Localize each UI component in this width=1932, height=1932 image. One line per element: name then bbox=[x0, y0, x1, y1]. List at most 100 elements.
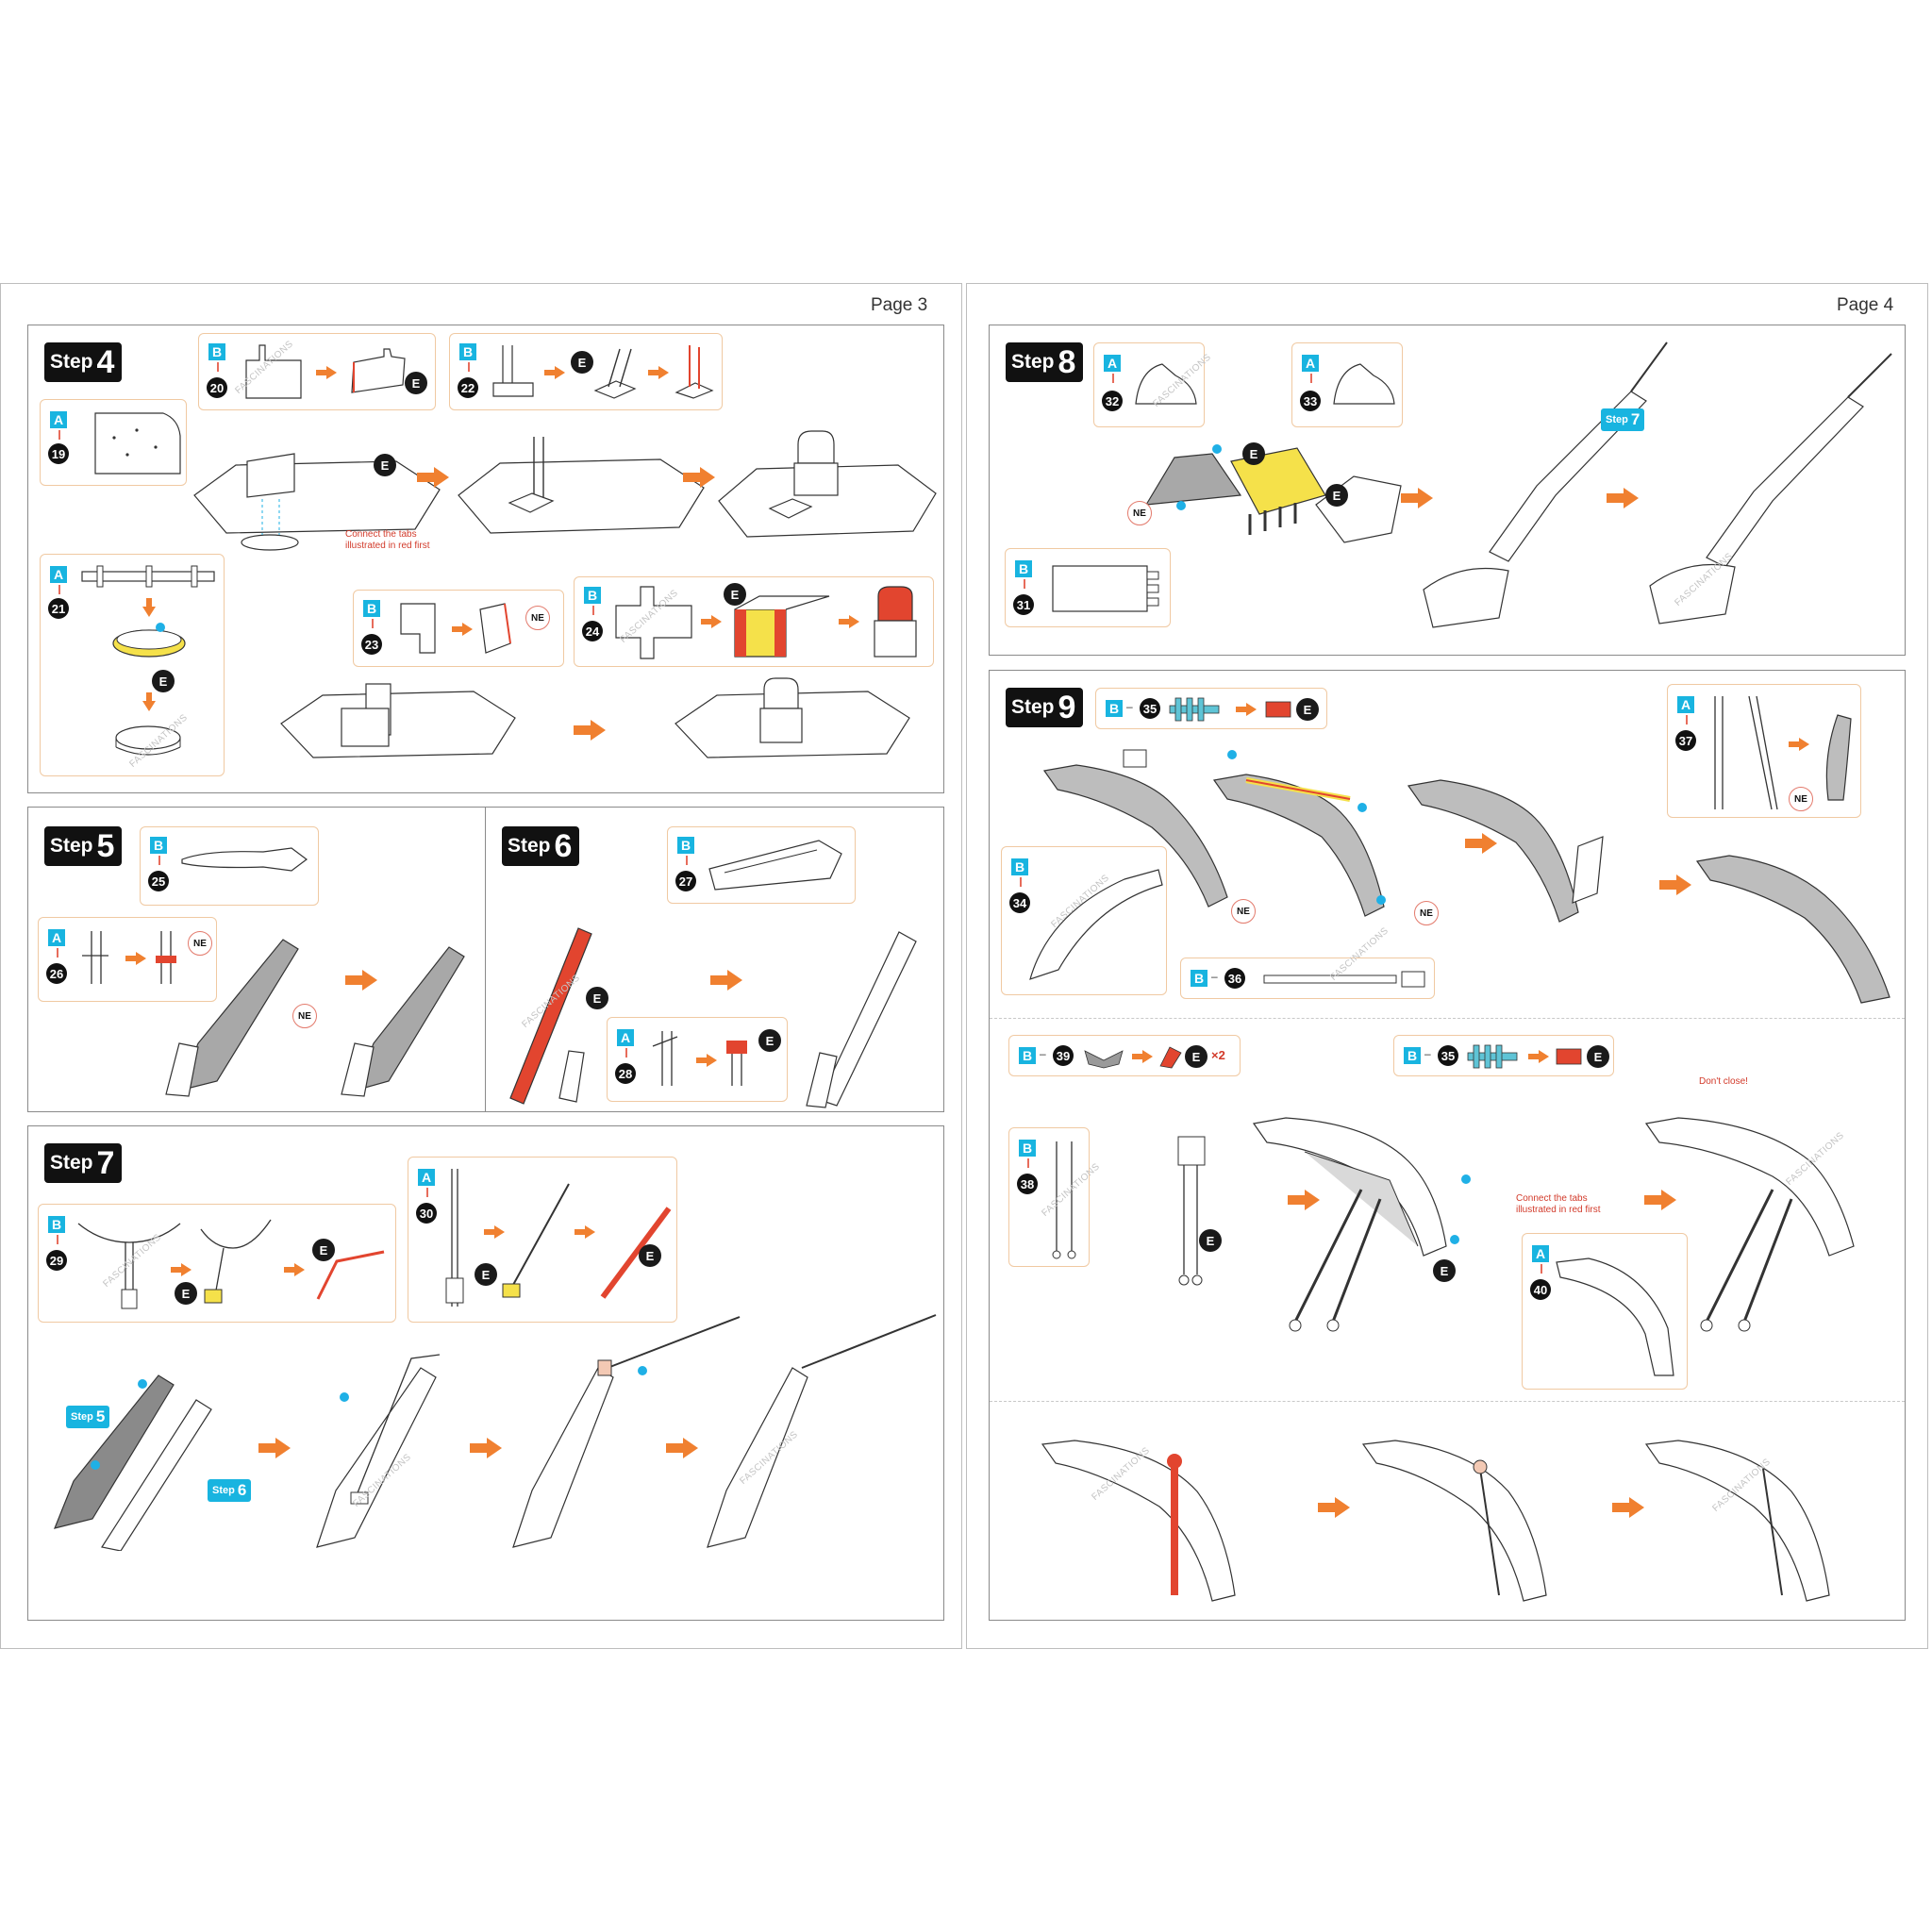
part-strip-39: B – 39 E ×2 bbox=[1008, 1035, 1241, 1076]
arm-assembly-drawing-1 bbox=[54, 1374, 212, 1551]
part-strip-35: B – 35 E bbox=[1095, 688, 1327, 729]
boom-cylinder-assembly-drawing bbox=[1252, 1117, 1447, 1332]
part-panel-36: B – 36 FASCINATIONS bbox=[1180, 925, 1435, 999]
part-23-drawing bbox=[400, 603, 436, 654]
blue-dot bbox=[1376, 895, 1386, 905]
part-number: 22 bbox=[458, 377, 478, 398]
arrow-icon bbox=[345, 970, 377, 991]
part-panel-37: A 37 NE bbox=[1667, 684, 1861, 818]
sheet-letter: B bbox=[1106, 700, 1123, 717]
part-number: 40 bbox=[1530, 1279, 1551, 1300]
sheet-letter: B bbox=[1011, 858, 1028, 875]
main-boom-drawing-1 bbox=[1042, 749, 1228, 908]
arrow-icon bbox=[1288, 1190, 1320, 1210]
page-number: Page 3 bbox=[871, 295, 928, 315]
e-badge: E bbox=[152, 670, 175, 692]
part-24-folding-drawing bbox=[734, 595, 830, 658]
part-23-folded-drawing bbox=[479, 603, 511, 654]
ne-badge: NE bbox=[1414, 901, 1439, 925]
e-badge: E bbox=[405, 372, 427, 394]
e-badge: E bbox=[571, 351, 593, 374]
blue-dot bbox=[1357, 803, 1367, 812]
dash: – bbox=[1040, 1047, 1046, 1060]
arrow-icon bbox=[1612, 1497, 1644, 1518]
arrow-icon bbox=[1236, 703, 1257, 716]
arrow-icon bbox=[1644, 1190, 1676, 1210]
arrow-icon bbox=[125, 952, 146, 965]
arrow-icon bbox=[417, 467, 449, 488]
blue-dot bbox=[156, 623, 165, 632]
arrow-icon bbox=[484, 1225, 505, 1239]
sheet-letter: B bbox=[363, 600, 380, 617]
blue-dot bbox=[1227, 750, 1237, 759]
arrow-icon bbox=[710, 970, 742, 991]
part-30-drawing bbox=[445, 1169, 464, 1307]
part-number: 24 bbox=[582, 621, 603, 641]
connector-line bbox=[686, 856, 688, 865]
e-badge: E bbox=[374, 454, 396, 476]
blue-dot bbox=[1461, 1174, 1471, 1184]
quantity-label: ×2 bbox=[1211, 1048, 1225, 1062]
part-number: 37 bbox=[1675, 730, 1696, 751]
part-strip-35b: B – 35 E bbox=[1393, 1035, 1614, 1076]
base-plate-drawing-4 bbox=[280, 683, 516, 758]
connector-line bbox=[158, 856, 160, 865]
part-35-drawing bbox=[1467, 1044, 1518, 1069]
part-panel-29: B 29 FASCINATIONS E E bbox=[38, 1204, 396, 1323]
part-26-folded-drawing bbox=[156, 931, 176, 984]
sheet-letter: B bbox=[1404, 1047, 1421, 1064]
e-badge: E bbox=[758, 1029, 781, 1052]
arrow-icon bbox=[258, 1438, 291, 1458]
arm-assembly-drawing-2 bbox=[316, 1354, 441, 1548]
part-number: 25 bbox=[148, 871, 169, 891]
main-boom-drawing-4 bbox=[1695, 855, 1890, 1004]
e-badge: E bbox=[1433, 1259, 1456, 1282]
e-badge: E bbox=[639, 1244, 661, 1267]
part-number: 29 bbox=[46, 1250, 67, 1271]
part-22-folding-drawing bbox=[593, 348, 637, 399]
arrow-icon bbox=[1659, 874, 1691, 895]
connector-line bbox=[1112, 374, 1114, 383]
arrow-icon bbox=[1132, 1050, 1153, 1063]
e-badge: E bbox=[312, 1239, 335, 1261]
blue-dot bbox=[1176, 501, 1186, 510]
arrow-icon bbox=[1789, 738, 1809, 751]
connector-line bbox=[1020, 877, 1022, 887]
part-panel-27: B 27 bbox=[667, 826, 856, 904]
part-number: 28 bbox=[615, 1063, 636, 1084]
part-30-folded-drawing bbox=[600, 1207, 672, 1299]
lift-cylinder-drawing-3 bbox=[1644, 1440, 1830, 1602]
dash: – bbox=[1126, 700, 1133, 713]
dash: – bbox=[1424, 1047, 1431, 1060]
part-panel-22: B 22 E bbox=[449, 333, 723, 410]
base-plate-drawing-1 bbox=[193, 453, 441, 551]
ne-badge: NE bbox=[292, 1004, 317, 1028]
part-22-drawing bbox=[492, 345, 534, 397]
sheet-letter: B bbox=[677, 837, 694, 854]
base-plate-drawing-5 bbox=[675, 677, 910, 758]
part-panel-40: A 40 bbox=[1522, 1233, 1688, 1390]
part-38-drawing bbox=[1052, 1141, 1076, 1259]
page-number: Page 4 bbox=[1837, 295, 1894, 315]
arrow-icon bbox=[666, 1438, 698, 1458]
boom-arm-drawing-2 bbox=[341, 946, 465, 1097]
arrow-icon bbox=[1465, 833, 1497, 854]
blue-dot bbox=[638, 1366, 647, 1375]
part-number: 21 bbox=[48, 598, 69, 619]
sheet-letter: A bbox=[48, 929, 65, 946]
part-40-drawing bbox=[1556, 1257, 1674, 1376]
connector-line bbox=[592, 606, 594, 615]
part-number: 27 bbox=[675, 871, 696, 891]
part-panel-26: A 26 NE bbox=[38, 917, 217, 1002]
part-number: 31 bbox=[1013, 594, 1034, 615]
part-number: 33 bbox=[1300, 391, 1321, 411]
part-39-folded-drawing bbox=[1159, 1046, 1182, 1069]
part-36-drawing bbox=[1263, 971, 1425, 988]
